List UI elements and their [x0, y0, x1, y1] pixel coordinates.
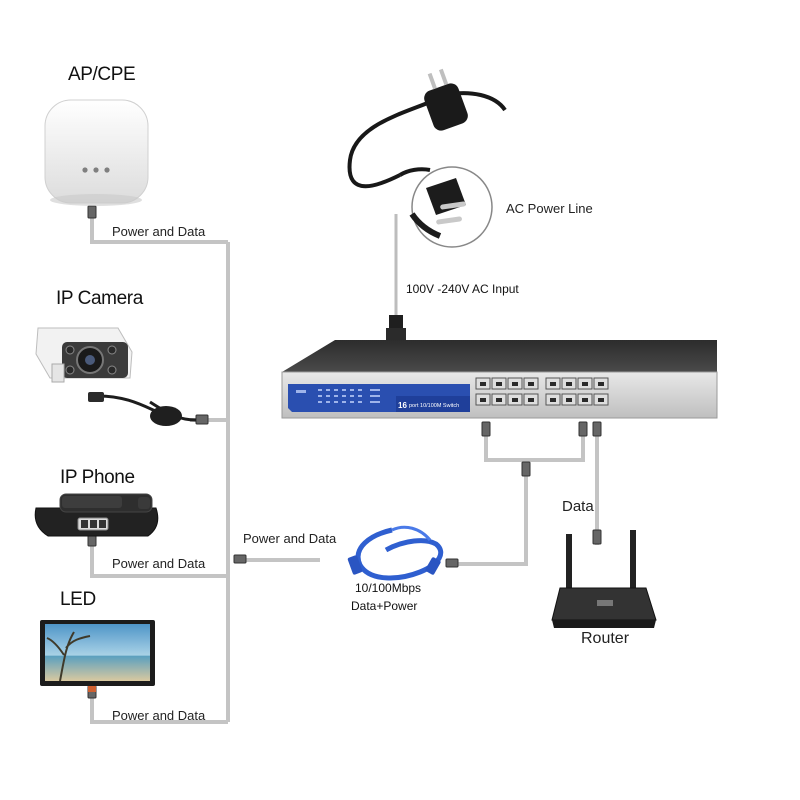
- ip-phone-label: IP Phone: [60, 467, 135, 488]
- led-label: LED: [60, 589, 96, 610]
- router-device: [551, 530, 657, 628]
- ip-phone-device: [34, 493, 159, 537]
- cable-type-label: Data+Power: [351, 599, 418, 613]
- ap-link-line: [90, 212, 228, 244]
- ethernet-cable: [347, 525, 444, 581]
- led-link-line: [90, 692, 228, 724]
- switch-model-number: 16: [398, 401, 407, 410]
- ap-link-label: Power and Data: [112, 224, 206, 239]
- led-monitor-device: [40, 620, 155, 692]
- ip-phone-link-label: Power and Data: [112, 556, 206, 571]
- switch-model-text: port 10/100M Switch: [409, 403, 460, 409]
- main-link-label: Power and Data: [243, 531, 337, 546]
- router-label: Router: [581, 630, 630, 647]
- plug-zoom-circle: [409, 166, 493, 248]
- ac-power-line-label: AC Power Line: [506, 201, 593, 216]
- ap-cpe-label: AP/CPE: [68, 64, 136, 85]
- ip-camera-device: [35, 327, 197, 426]
- switch-led-grid: [318, 389, 380, 403]
- ac-power-plug: [347, 68, 507, 189]
- connection-lines: [90, 212, 599, 724]
- poe-switch: [281, 340, 718, 419]
- ap-cpe-device: [44, 99, 149, 206]
- router-data-label: Data: [562, 498, 594, 515]
- ac-input-label: 100V -240V AC Input: [406, 282, 519, 296]
- switch-top: [282, 340, 717, 372]
- power-cord-connector: [386, 315, 406, 340]
- cable-speed-label: 10/100Mbps: [355, 581, 422, 595]
- connector-ends: [87, 205, 602, 699]
- ip-camera-label: IP Camera: [56, 288, 143, 309]
- phone-link-line: [90, 540, 228, 578]
- cable-to-switch-line: [446, 430, 585, 566]
- led-link-label: Power and Data: [112, 708, 206, 723]
